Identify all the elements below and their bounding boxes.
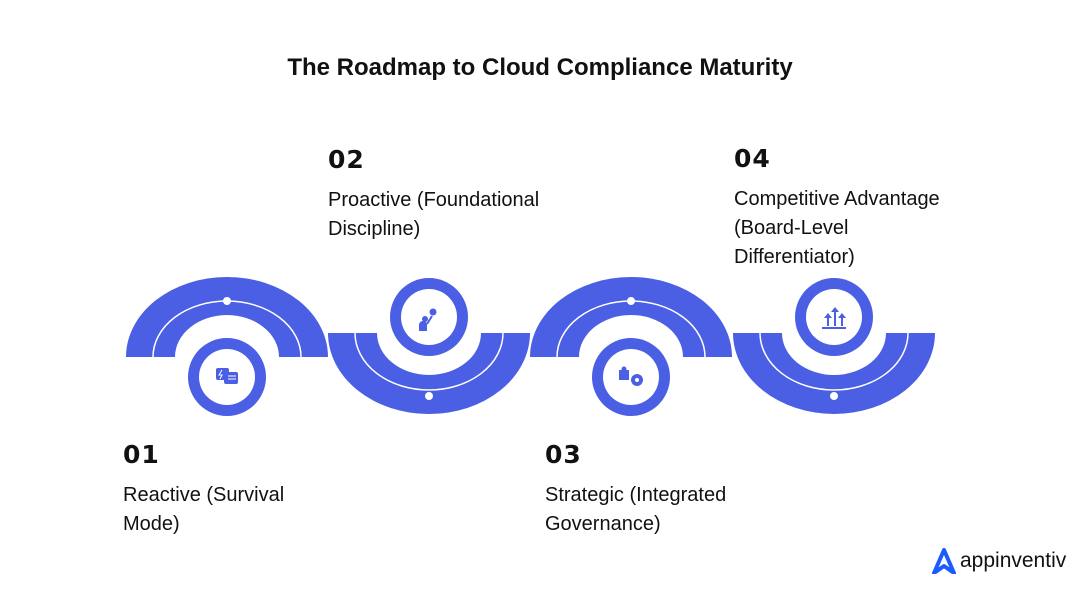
- step-label: Reactive (Survival Mode): [123, 484, 285, 535]
- step-02: 02 Proactive (Foundational Discipline): [328, 145, 588, 244]
- brand-name: appinventiv: [960, 549, 1067, 572]
- step-label: Strategic (Integrated Governance): [545, 484, 727, 535]
- arrows-up-icon: [822, 307, 846, 329]
- step-label: Proactive (Foundational Discipline): [328, 189, 540, 240]
- step-01: 01 Reactive (Survival Mode): [123, 440, 323, 539]
- arc-step-04: [733, 333, 935, 414]
- appinventiv-logo-icon: [932, 548, 956, 574]
- person-lightbulb-icon: [419, 308, 437, 331]
- step-number: 02: [328, 145, 365, 174]
- puzzle-gear-icon: [619, 366, 643, 386]
- step-03: 03 Strategic (Integrated Governance): [545, 440, 775, 539]
- step-label: Competitive Advantage (Board-Level Diffe…: [734, 188, 940, 268]
- arc-step-01: [126, 277, 328, 357]
- arc-step-03: [530, 277, 732, 357]
- arc-step-02: [328, 333, 530, 414]
- step-number: 01: [123, 440, 160, 469]
- step-04: 04 Competitive Advantage (Board-Level Di…: [734, 144, 954, 272]
- step-number: 04: [734, 144, 771, 173]
- brand-logo: appinventiv: [932, 548, 1066, 574]
- page-title: The Roadmap to Cloud Compliance Maturity: [287, 54, 793, 81]
- step-number: 03: [545, 440, 582, 469]
- chat-lightning-icon: [216, 368, 238, 384]
